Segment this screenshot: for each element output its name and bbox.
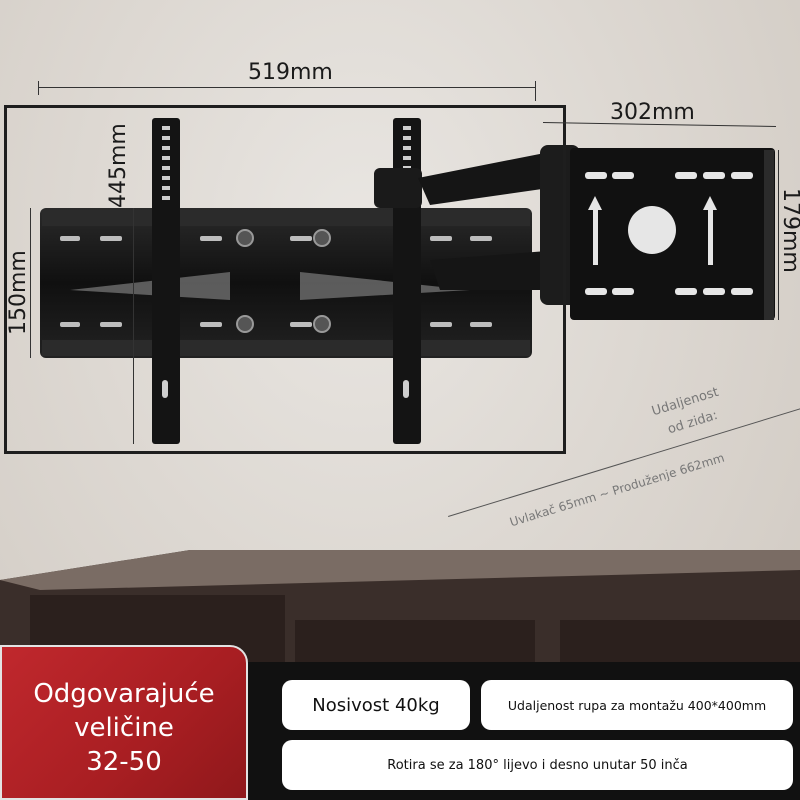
height-short-line — [30, 208, 31, 358]
feature-load: Nosivost 40kg — [282, 680, 470, 730]
height-main-label: 445mm — [106, 123, 131, 208]
width-tick-left — [38, 81, 39, 95]
width-tick-right — [535, 81, 536, 101]
size-badge: Odgovarajuće veličine 32-50 — [0, 645, 248, 800]
width-dimension-line — [38, 87, 536, 88]
feature-rotation: Rotira se za 180° lijevo i desno unutar … — [282, 740, 793, 790]
feature-vesa: Udaljenost rupa za montažu 400*400mm — [481, 680, 793, 730]
feature-vesa-text: Udaljenost rupa za montažu 400*400mm — [507, 697, 767, 713]
size-badge-line2: veličine — [74, 713, 174, 743]
height-main-line — [133, 208, 134, 444]
width-arm-label: 302mm — [610, 100, 695, 125]
height-plate-line — [778, 150, 779, 320]
height-plate-label: 179mm — [778, 188, 800, 273]
width-top-label: 519mm — [248, 60, 333, 85]
feature-rotation-text: Rotira se za 180° lijevo i desno unutar … — [387, 757, 688, 773]
height-short-label: 150mm — [6, 250, 31, 335]
feature-load-text: Nosivost 40kg — [312, 694, 440, 716]
tv-outline-frame — [4, 105, 566, 454]
size-badge-line1: Odgovarajuće — [33, 679, 215, 709]
size-badge-line3: 32-50 — [86, 747, 162, 777]
